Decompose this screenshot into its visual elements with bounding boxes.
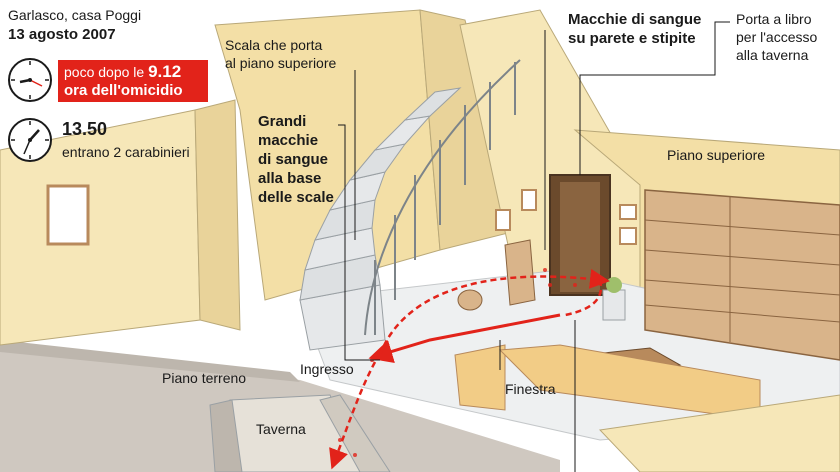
- wall-picture: [521, 189, 537, 211]
- right-front-wall: [598, 394, 840, 472]
- sofa: [454, 344, 506, 411]
- murder-time: 9.12: [148, 62, 182, 81]
- stair-railing: [364, 59, 521, 336]
- clock-icon: [8, 58, 52, 102]
- blood-stairs-line: macchie: [258, 132, 319, 149]
- path-arrow-to-tavern: [329, 361, 377, 470]
- path-arrow-solid: [368, 313, 561, 364]
- time-prefix: poco dopo le: [64, 64, 145, 80]
- path-arrow-dashed: [378, 268, 610, 356]
- blood-wall-label-line1: Macchie di sangue: [568, 11, 702, 28]
- left-wall-edge: [194, 99, 241, 331]
- blood-stairs-line: Grandi: [258, 113, 307, 130]
- door-label-line2: per l'accesso: [736, 29, 818, 45]
- stairs-label-line2: al piano superiore: [225, 55, 337, 71]
- wall-picture: [619, 204, 637, 220]
- tavern-label: Taverna: [256, 421, 306, 437]
- blood-stairs-line: alla base: [258, 170, 322, 187]
- location-label: Garlasco, casa Poggi: [8, 7, 142, 23]
- staircase: [299, 87, 462, 351]
- blood-stairs-label: Grandi macchie di sangue alla base delle…: [258, 112, 334, 207]
- upper-floor-label: Piano superiore: [667, 147, 766, 163]
- murder-time-box: poco dopo le 9.12 ora dell'omicidio: [58, 60, 208, 102]
- date-label: 13 agosto 2007: [8, 26, 116, 43]
- murder-text: ora dell'omicidio: [64, 82, 183, 99]
- path-arrows: [329, 268, 610, 470]
- plant: [606, 277, 622, 293]
- ground-floor-slab: [0, 340, 300, 382]
- wastebasket: [457, 289, 483, 311]
- carabinieri-time: 13.50: [62, 119, 108, 139]
- clock-icon: [8, 118, 52, 162]
- murder-time-line: poco dopo le 9.12: [64, 62, 181, 82]
- leader-lines: [338, 21, 730, 472]
- folding-door: [560, 182, 600, 292]
- side-cabinet: [504, 239, 536, 306]
- tavern-cutaway: [209, 394, 391, 472]
- blood-stairs-line: di sangue: [258, 151, 329, 168]
- door-label-line1: Porta a libro: [736, 11, 812, 27]
- path-arrow-dashed: [564, 279, 603, 317]
- wall-picture: [619, 227, 637, 245]
- blood-stairs-line: delle scale: [258, 189, 334, 206]
- stairs-label-line1: Scala che porta: [225, 37, 323, 53]
- blood-wall-label-line2: su parete e stipite: [568, 30, 696, 47]
- door-label-line3: alla taverna: [736, 47, 809, 63]
- sofa: [498, 344, 761, 421]
- wall-picture: [495, 209, 511, 231]
- window-label: Finestra: [505, 381, 556, 397]
- ground-floor-label: Piano terreno: [162, 370, 247, 386]
- left-window: [46, 184, 90, 246]
- bookcase: [644, 189, 840, 361]
- plant-stand: [602, 289, 626, 321]
- entrance-label: Ingresso: [300, 361, 354, 377]
- carabinieri-text: entrano 2 carabinieri: [62, 144, 190, 160]
